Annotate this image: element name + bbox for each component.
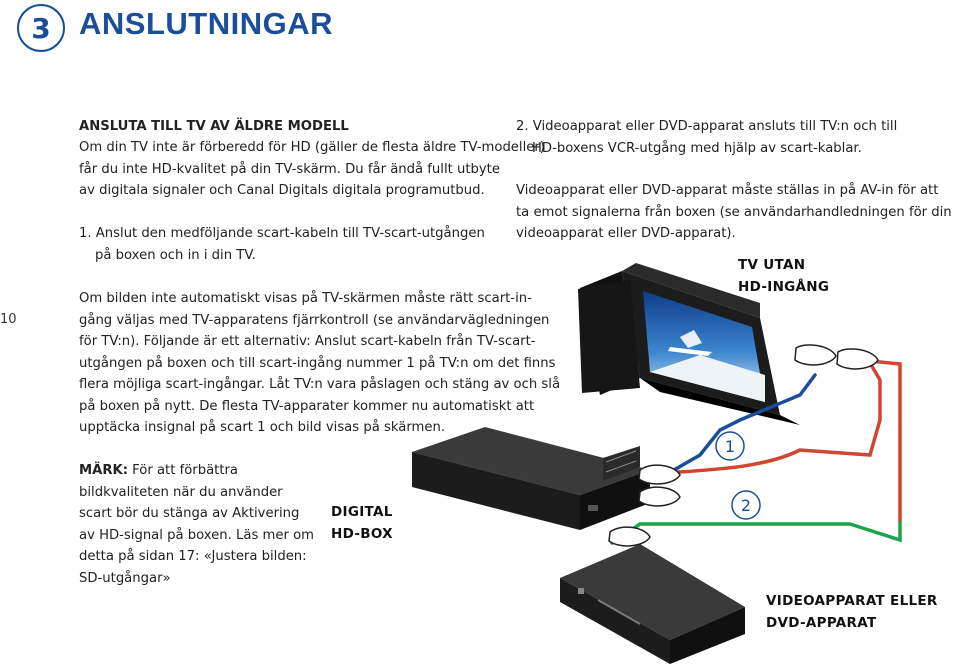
cable-green: [610, 518, 902, 545]
page-number: 10: [0, 312, 17, 327]
scart-plug: [794, 344, 837, 366]
text-line: 1. Anslut den medföljande scart-kabeln t…: [79, 226, 485, 241]
text-line: SD-utgångar»: [79, 570, 171, 586]
text-line: Videoapparat eller DVD-apparat måste stä…: [516, 183, 939, 198]
text-line: 2. Videoapparat eller DVD-apparat anslut…: [516, 119, 898, 134]
badge-1-label: 1: [725, 437, 735, 456]
scart-plug: [836, 348, 879, 370]
intro-paragraph: Om din TV inte är förberedd för HD (gäll…: [79, 137, 545, 202]
text-line: av digitala signaler och Canal Digitals …: [79, 183, 485, 198]
tv-illustration: [578, 263, 800, 425]
vcr-illustration: [560, 544, 745, 664]
text-line: på boxen och in i din TV.: [95, 247, 256, 263]
text-line: gång väljas med TV-apparatens fjärrkontr…: [79, 312, 550, 328]
text-line: får du inte HD-kvalitet på din TV-skärm.…: [79, 161, 500, 177]
badge-2: 2: [731, 490, 761, 520]
scart-plugs: [608, 344, 879, 547]
text-line: flera möjliga scart-ingångar. Låt TV:n v…: [79, 377, 561, 392]
text-line: MÄRK: För att förbättra: [79, 460, 314, 482]
note-label: MÄRK:: [79, 463, 128, 478]
text-line: för TV:n). Följande är ett alternativ: A…: [79, 334, 536, 349]
chapter-number-badge: 3: [17, 4, 65, 52]
text-line: bildkvaliteten när du använder: [79, 484, 283, 500]
text-line: HD-boxens VCR-utgång med hjälp av scart-…: [532, 140, 862, 156]
hd-box-label: DIGITAL HD-BOX: [331, 504, 393, 542]
chapter-title: ANSLUTNINGAR: [79, 6, 333, 41]
cable-blue: [658, 373, 817, 480]
badge-1: 1: [715, 431, 745, 461]
text-line: på boxen på nytt. De flesta TV-apparater…: [79, 398, 535, 414]
scart-plug: [638, 464, 681, 485]
text-line: ta emot signalerna från boxen (se använd…: [516, 204, 952, 220]
text-line: utgången på boxen och till scart-ingång …: [79, 355, 556, 371]
scart-plug: [608, 526, 651, 547]
text-line: upptäcka insignal på scart 1 och bild vi…: [79, 420, 446, 435]
tv-label: TV UTAN HD-INGÅNG: [738, 257, 830, 295]
text-line: Om din TV inte är förberedd för HD (gäll…: [79, 140, 545, 155]
step-2: 2. Videoapparat eller DVD-apparat anslut…: [516, 116, 897, 159]
chapter-number: 3: [31, 11, 51, 45]
text-line: detta på sidan 17: «Justera bilden:: [79, 549, 307, 564]
text-line: Om bilden inte automatiskt visas på TV-s…: [79, 291, 532, 306]
step-1: 1. Anslut den medföljande scart-kabeln t…: [79, 223, 485, 266]
text-line: scart bör du stänga av Aktivering: [79, 506, 300, 521]
hd-box-illustration: [412, 427, 650, 530]
note-paragraph: MÄRK: För att förbättra bildkvaliteten n…: [79, 460, 314, 589]
vcr-paragraph: Videoapparat eller DVD-apparat måste stä…: [516, 180, 952, 245]
troubleshoot-paragraph: Om bilden inte automatiskt visas på TV-s…: [79, 288, 560, 439]
scart-plug: [638, 486, 681, 507]
note-text: För att förbättra: [127, 463, 239, 478]
section-heading: ANSLUTA TILL TV AV ÄLDRE MODELL: [79, 119, 349, 134]
badge-2-label: 2: [741, 496, 751, 515]
text-line: videoapparat eller DVD-apparat).: [516, 226, 736, 241]
text-line: av HD-signal på boxen. Läs mer om: [79, 527, 315, 543]
vcr-label: VIDEOAPPARAT ELLER DVD-APPARAT: [766, 593, 938, 631]
